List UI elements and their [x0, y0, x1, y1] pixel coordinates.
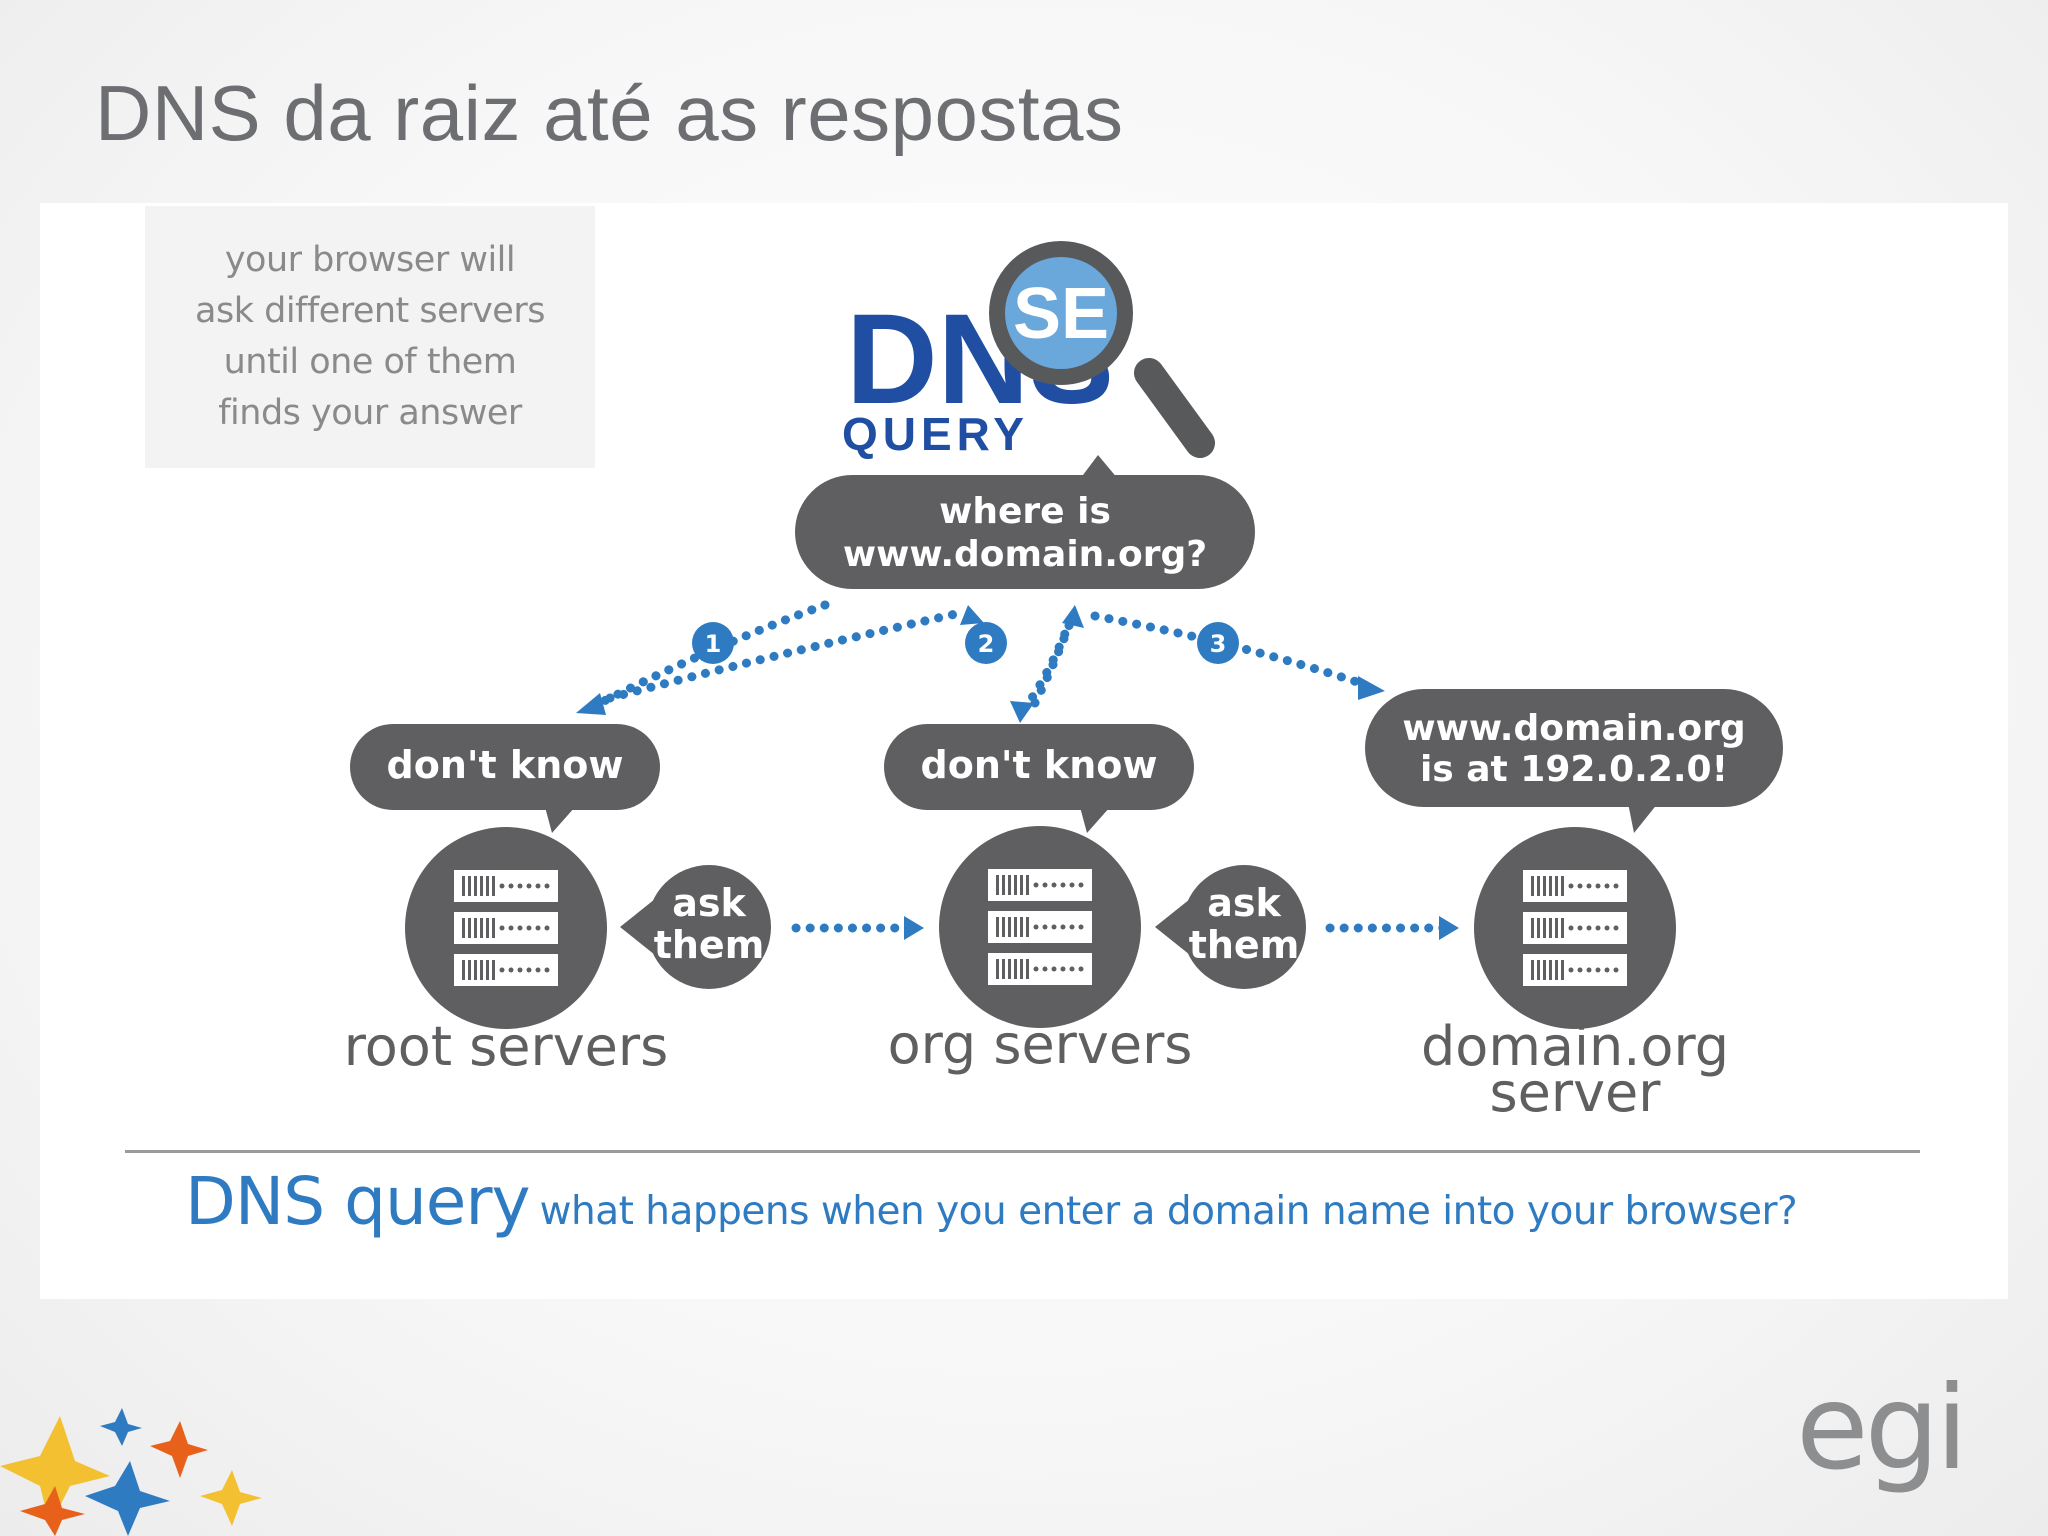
domain-answer-bubble: [1365, 689, 1783, 807]
arrowhead-org: [1010, 701, 1034, 723]
root-server-label: root servers: [344, 1015, 669, 1078]
note-line: ask different servers: [195, 291, 545, 331]
query-bubble: where is www.domain.org?: [795, 455, 1255, 589]
domain-server-label-line1: domain.org: [1421, 1015, 1729, 1078]
ask-line2: them: [1189, 923, 1300, 967]
note-line: until one of them: [223, 342, 517, 382]
arrow-root-to-browser: [605, 608, 965, 703]
caption-subtitle: what happens when you enter a domain nam…: [539, 1189, 1798, 1234]
arrowhead-ask-2: [1439, 916, 1459, 940]
decorative-stars-logo: [0, 1408, 262, 1536]
step-number: 2: [978, 630, 995, 658]
domain-server-label-line2: server: [1490, 1061, 1662, 1124]
step-number: 3: [1210, 630, 1227, 658]
step-number: 1: [705, 630, 722, 658]
org-server-label: org servers: [888, 1013, 1193, 1076]
ask-line1: ask: [672, 881, 746, 925]
caption-divider: [125, 1150, 1920, 1153]
query-logo-text: QUERY: [842, 408, 1029, 460]
step-badge-2: 2: [965, 622, 1007, 664]
domain-bubble-line1: www.domain.org: [1402, 708, 1745, 749]
arrowhead-2-out: [1062, 605, 1084, 628]
dns-diagram-panel: your browser will ask different servers …: [40, 203, 2008, 1299]
note-box: your browser will ask different servers …: [145, 206, 595, 468]
org-server-group: don't know org servers: [884, 724, 1194, 1076]
note-line: finds your answer: [218, 393, 522, 433]
arrow-org-to-browser: [1030, 618, 1075, 708]
domain-bubble-line2: is at 192.0.2.0!: [1420, 749, 1728, 790]
arrowhead-root: [576, 693, 606, 715]
arrowhead-ask-1: [904, 916, 924, 940]
note-line: your browser will: [224, 240, 516, 280]
query-bubble-line1: where is: [939, 491, 1111, 532]
dns-flow-diagram: DNS QUERY SE where is www.domain.org?: [344, 241, 1783, 1124]
svg-text:SE: SE: [1013, 274, 1109, 354]
caption-title: DNS query: [185, 1163, 531, 1240]
ask-line2: them: [654, 923, 765, 967]
egi-logo-text: egi: [1796, 1380, 1964, 1496]
arrow-browser-to-org: [1020, 616, 1075, 713]
step-badge-1: 1: [692, 622, 734, 664]
ask-line1: ask: [1207, 881, 1281, 925]
ask-bubble-2: ask them: [1155, 865, 1306, 989]
root-bubble-text: don't know: [387, 743, 624, 787]
arrowhead-domain: [1358, 676, 1385, 700]
arrowheads: [576, 605, 1459, 940]
domain-server-group: www.domain.org is at 192.0.2.0! domain.o…: [1365, 689, 1783, 1124]
slide-title: DNS da raiz até as respostas: [95, 69, 1124, 157]
egi-logo: egi: [1796, 1380, 1968, 1496]
arrowhead-2-in: [960, 605, 984, 625]
root-dont-know-bubble: [350, 724, 660, 810]
query-bubble-line2: www.domain.org?: [843, 534, 1207, 575]
dns-query-logo: DNS QUERY SE: [842, 241, 1215, 460]
step-badge-3: 3: [1197, 622, 1239, 664]
root-server-group: don't know root servers: [344, 724, 669, 1078]
magnifier-icon: SE: [989, 241, 1215, 458]
org-bubble-text: don't know: [921, 743, 1158, 787]
ask-bubble-1: ask them: [620, 865, 771, 989]
org-dont-know-bubble: [884, 724, 1194, 810]
